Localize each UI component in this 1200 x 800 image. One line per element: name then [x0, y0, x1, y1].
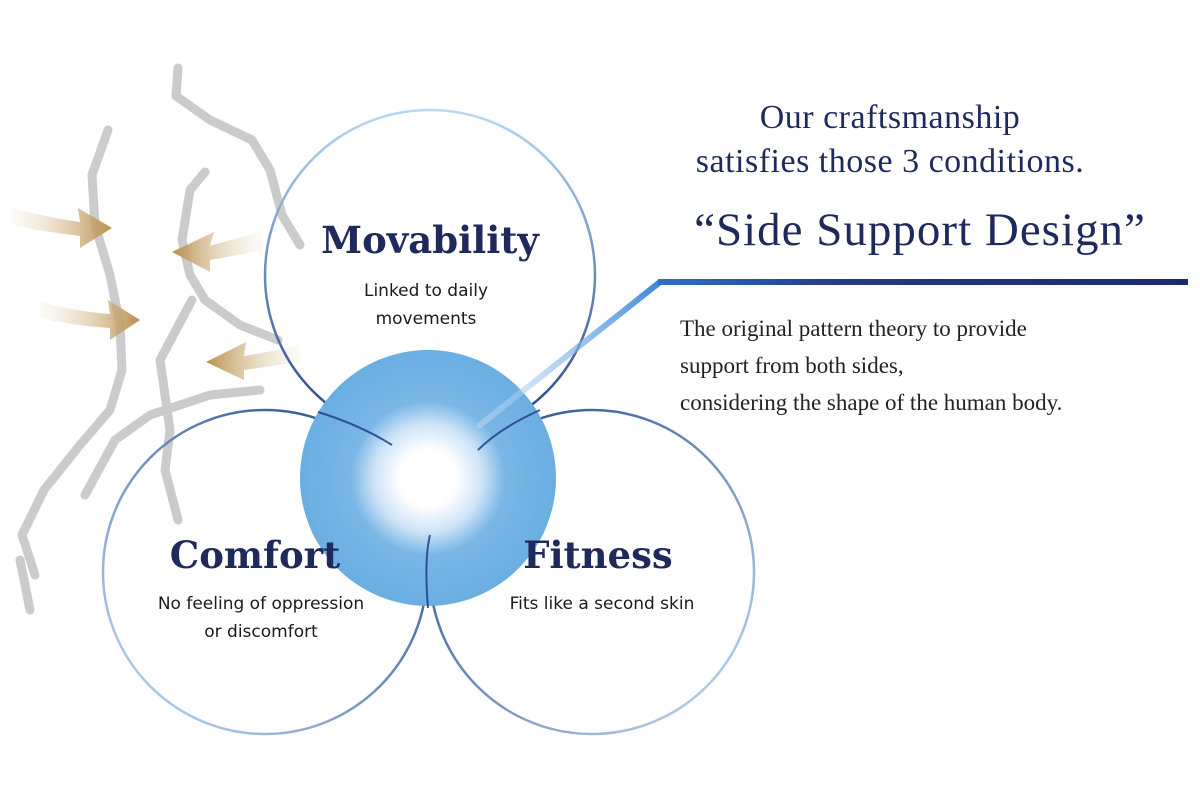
movability-title: Movability	[321, 218, 539, 262]
fitness-description: Fits like a second skin	[452, 590, 752, 618]
movability-description: Linked to daily movements	[276, 277, 576, 333]
comfort-line-2: or discomfort	[204, 622, 318, 642]
movability-line-2: movements	[375, 309, 477, 329]
headline-line-2: satisfies those 3 conditions.	[695, 143, 1085, 180]
fitness-line-1: Fits like a second skin	[509, 594, 695, 614]
headline: Our craftsmanship satisfies those 3 cond…	[660, 96, 1120, 184]
comfort-line-1: No feeling of oppression	[157, 594, 365, 614]
description-line-2: support from both sides,	[680, 353, 904, 378]
design-description: The original pattern theory to provide s…	[680, 310, 1180, 421]
headline-line-1: Our craftsmanship	[759, 99, 1021, 136]
support-arrow-icon	[12, 208, 300, 380]
title-underline	[658, 279, 1188, 285]
connector-line	[477, 279, 663, 428]
description-line-1: The original pattern theory to provide	[680, 316, 1027, 341]
movability-line-1: Linked to daily	[363, 281, 489, 301]
design-title: “Side Support Design”	[694, 204, 1146, 256]
description-line-3: considering the shape of the human body.	[680, 390, 1063, 415]
comfort-title: Comfort	[169, 533, 341, 577]
body-silhouette-icon	[15, 63, 305, 615]
comfort-description: No feeling of oppression or discomfort	[111, 590, 411, 646]
fitness-title: Fitness	[523, 533, 673, 577]
center-seam-lines	[317, 409, 541, 609]
